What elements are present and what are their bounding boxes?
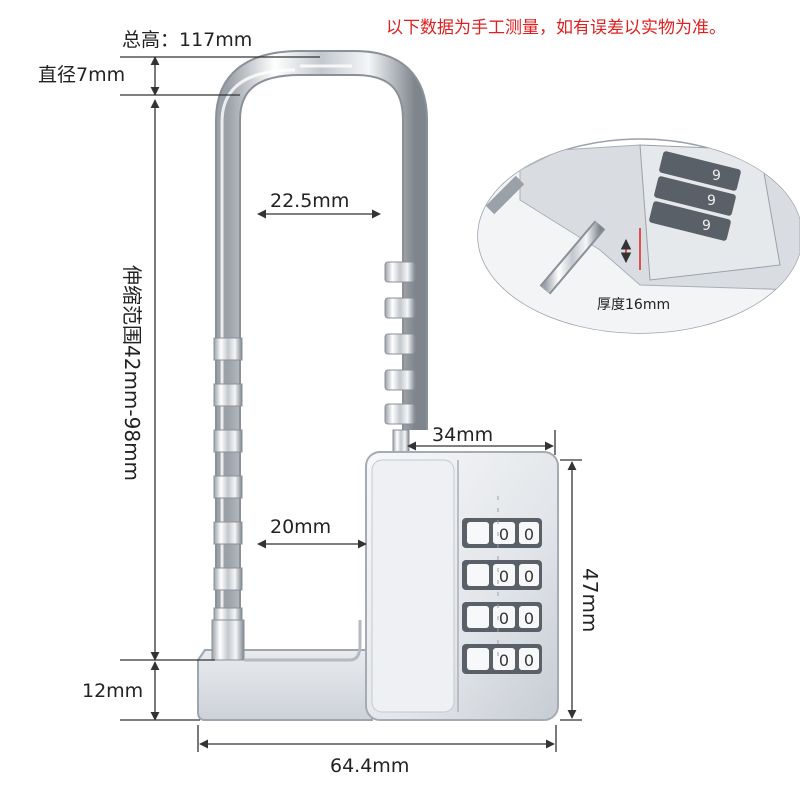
inner-width-top-label: 22.5mm <box>270 190 350 212</box>
dial-row[interactable]: 0 0 <box>462 560 542 590</box>
combination-dials: 0 0 0 0 0 0 0 0 <box>462 496 542 674</box>
dial-row[interactable]: 0 0 <box>462 644 542 674</box>
dial-digit: 0 <box>524 525 534 544</box>
thickness-label: 厚度16mm <box>597 297 671 313</box>
adjust-range-label: 伸缩范围42mm-98mm <box>120 265 144 482</box>
inset-dial-digit: 9 <box>712 168 721 184</box>
dial-row[interactable]: 0 0 <box>462 518 542 548</box>
dimension-lines <box>120 56 582 752</box>
diameter-label: 直径7mm <box>38 64 126 86</box>
inset-dial-digit: 9 <box>707 193 716 209</box>
dial-digit: 0 <box>499 609 509 628</box>
dial-digit: 0 <box>524 567 534 586</box>
thickness-inset: 9 9 9 <box>477 138 800 334</box>
shackle-right-ridges <box>384 261 416 455</box>
measurement-note: 以下数据为手工测量，如有误差以实物为准。 <box>386 18 726 38</box>
dial-digit: 0 <box>524 651 534 670</box>
body-height-label: 47mm <box>578 568 602 633</box>
dial-digit: 0 <box>524 609 534 628</box>
dial-digit: 0 <box>499 567 509 586</box>
lock-base <box>197 619 373 721</box>
dial-digit: 0 <box>499 525 509 544</box>
inset-dial-digit: 9 <box>702 218 711 234</box>
total-height-label: 总高：117mm <box>122 29 253 51</box>
body-width-label: 34mm <box>432 424 494 446</box>
inner-width-bottom-label: 20mm <box>270 516 332 538</box>
dial-digit: 0 <box>499 651 509 670</box>
total-width-label: 64.4mm <box>330 755 410 777</box>
dial-row[interactable]: 0 0 <box>462 602 542 632</box>
base-height-label: 12mm <box>82 680 144 702</box>
shackle-left-ridges <box>213 337 243 631</box>
